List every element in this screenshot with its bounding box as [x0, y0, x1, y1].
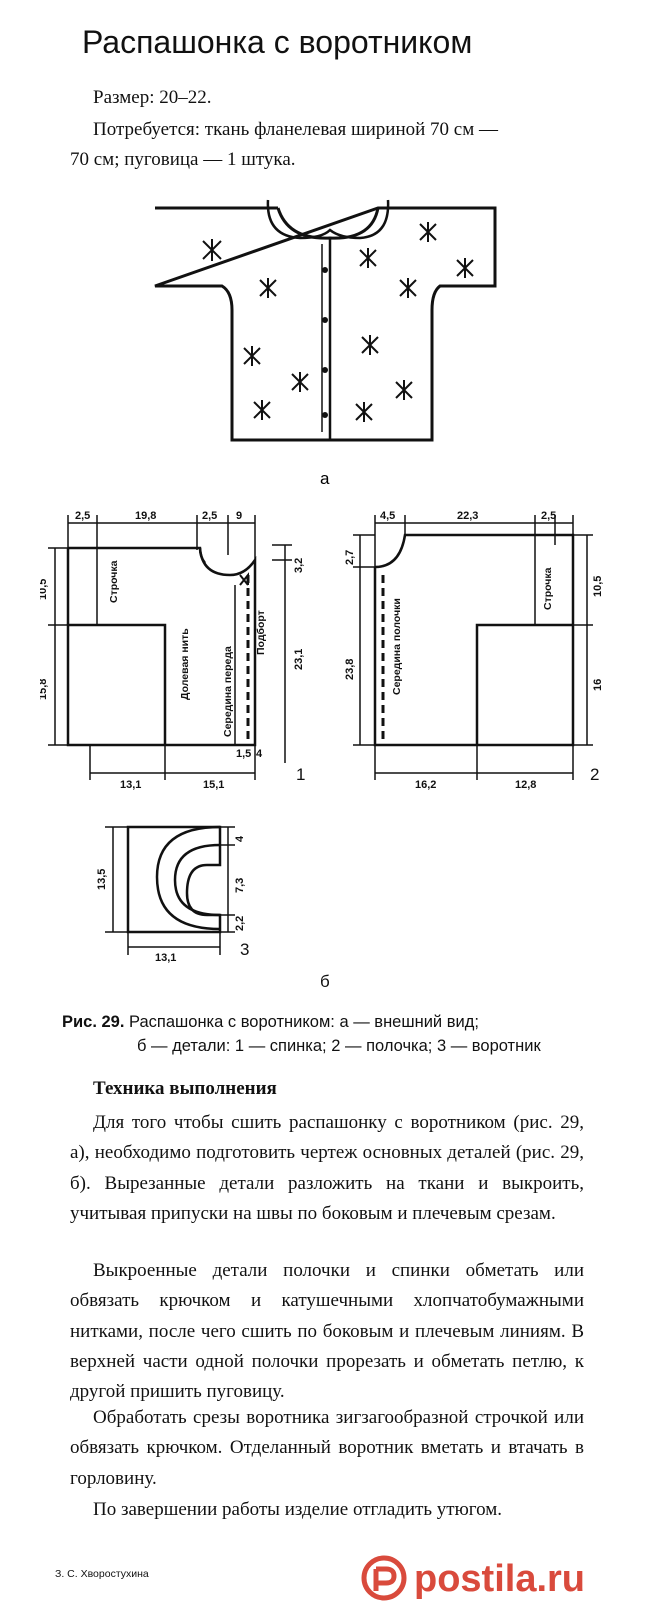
pattern1-label-facing: Подборт	[255, 610, 267, 655]
pattern1-dim-3-2: 3,2	[293, 558, 305, 573]
collar-dim-2-2: 2,2	[234, 916, 246, 931]
collar-dim-7-3: 7,3	[234, 878, 246, 893]
pattern1-dim-1-5: 1,5	[236, 748, 251, 760]
pattern-front-drawing: 4,5 22,3 2,5 2,7 23,8 10,5 16 16,2 12,8 …	[345, 510, 604, 791]
pattern1-label-center-front: Середина переда	[222, 646, 234, 737]
pattern1-dim-15-1: 15,1	[203, 779, 224, 791]
collar-dim-13-5: 13,5	[96, 869, 108, 890]
figure-details-label: б	[320, 972, 330, 991]
pattern2-dim-16: 16	[592, 679, 604, 691]
figure-caption-label: Рис. 29.	[62, 1013, 125, 1031]
page-title: Распашонка с воротником	[82, 24, 473, 60]
author-credit: З. С. Хворостухина	[55, 1568, 149, 1580]
figure-caption-line-2: б — детали: 1 — спинка; 2 — полочка; 3 —…	[137, 1037, 541, 1055]
pattern1-label-grain: Долевая нить	[179, 628, 191, 700]
pattern2-label-stitch: Строчка	[542, 567, 554, 610]
pattern-collar-drawing: 13,5 4 7,3 2,2 13,1 3 б	[96, 825, 330, 991]
pattern2-dim-2-7: 2,7	[345, 550, 356, 565]
pattern2-dim-2-5: 2,5	[541, 510, 556, 522]
pattern1-dim-23-1: 23,1	[293, 649, 305, 670]
pattern2-dim-12-8: 12,8	[515, 779, 536, 791]
pattern2-dim-16-2: 16,2	[415, 779, 436, 791]
garment-view-illustration: а	[154, 199, 497, 488]
pattern1-dim-4: 4	[256, 748, 263, 760]
figure-caption-line-1: Распашонка с воротником: а — внешний вид…	[129, 1013, 479, 1031]
collar-dim-13-1: 13,1	[155, 952, 176, 964]
pattern-back-drawing: 2,5 19,8 2,5 9 10,5 15,8 3,2 23,1 1,5 4 …	[40, 510, 305, 791]
pattern1-number: 1	[296, 765, 305, 784]
postila-watermark-logo: postila.ru	[361, 1555, 585, 1601]
pattern1-label-stitch: Строчка	[108, 560, 120, 603]
pattern1-dim-19-8: 19,8	[135, 510, 156, 522]
requirements-line-2: 70 см; пуговица — 1 штука.	[70, 149, 296, 170]
pattern2-number: 2	[590, 765, 599, 784]
pattern3-number: 3	[240, 940, 249, 959]
technique-paragraph: Для того чтобы сшить распашонку с воротн…	[70, 1112, 584, 1224]
pattern1-dim-10-5: 10,5	[40, 579, 49, 600]
size-line: Размер: 20–22.	[93, 87, 212, 108]
pattern2-dim-23-8: 23,8	[345, 659, 356, 680]
pattern2-label-center-front: Середина полочки	[391, 598, 403, 695]
technique-paragraph: По завершении работы изделие отгладить у…	[93, 1499, 503, 1520]
pattern1-dim-9: 9	[236, 510, 242, 522]
watermark-text: postila.ru	[414, 1558, 585, 1600]
pattern1-dim-2-5-right: 2,5	[202, 510, 217, 522]
pattern1-dim-2-5-left: 2,5	[75, 510, 90, 522]
technique-paragraph: Выкроенные детали полочки и спинки обмет…	[70, 1260, 584, 1403]
technique-heading: Техника выполнения	[93, 1078, 277, 1099]
collar-dim-4: 4	[234, 835, 246, 842]
figure-view-label: а	[320, 469, 330, 488]
pattern2-dim-4-5: 4,5	[380, 510, 395, 522]
pattern1-dim-15-8: 15,8	[40, 679, 49, 700]
pattern2-dim-22-3: 22,3	[457, 510, 478, 522]
requirements-line-1: Потребуется: ткань фланелевая шириной 70…	[93, 119, 498, 140]
figure-caption: Рис. 29. Распашонка с воротником: а — вн…	[62, 1010, 541, 1058]
pattern2-dim-10-5: 10,5	[592, 576, 604, 597]
pattern1-dim-13-1: 13,1	[120, 779, 141, 791]
technique-paragraph: Обработать срезы воротника зигзагообразн…	[70, 1407, 584, 1489]
